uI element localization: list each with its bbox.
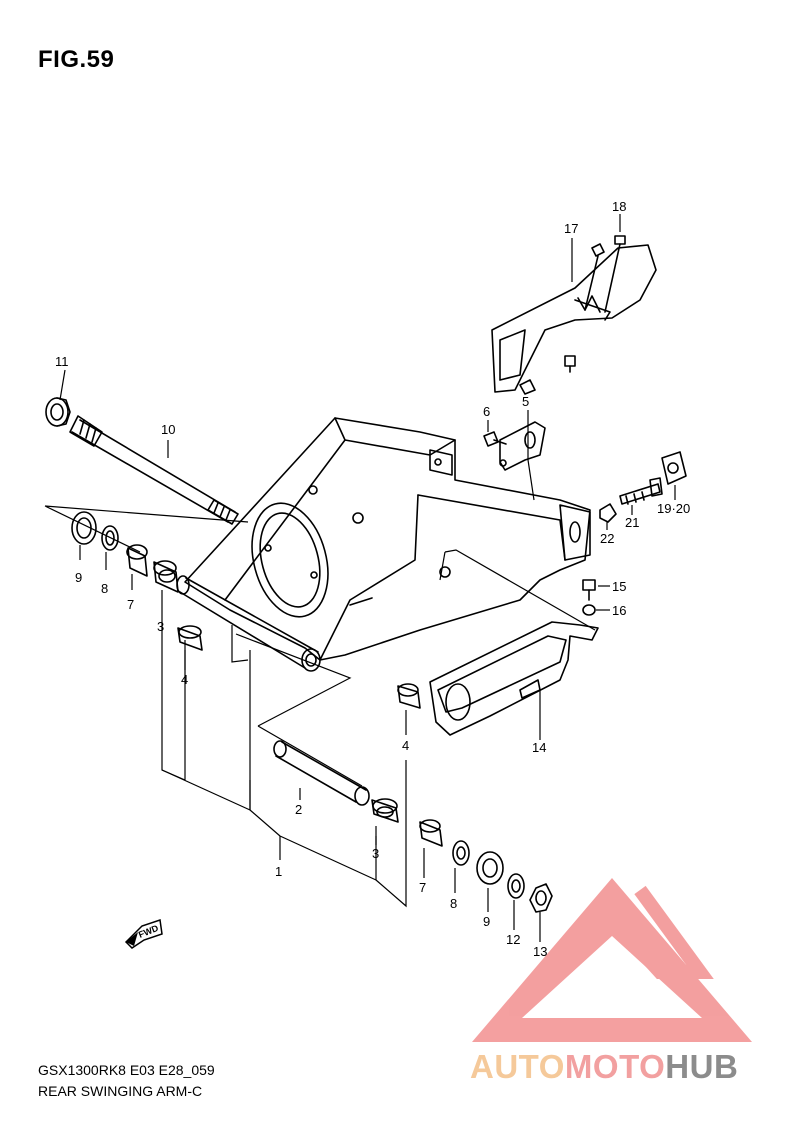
callout-3-right: 3: [372, 846, 379, 861]
callout-4-right: 4: [402, 738, 409, 753]
callout-9-left: 9: [75, 570, 82, 585]
chain-guard: [491, 235, 657, 395]
callout-3-left: 3: [157, 619, 164, 634]
callout-8-left: 8: [101, 581, 108, 596]
callout-11: 11: [55, 354, 69, 369]
callout-15: 15: [612, 579, 626, 594]
chain-adjuster: [599, 451, 687, 523]
callout-14: 14: [532, 740, 546, 755]
watermark-auto: AUTO: [470, 1048, 565, 1085]
callout-22: 22: [600, 531, 614, 546]
callout-9-right: 9: [483, 914, 490, 929]
callout-17: 17: [564, 221, 578, 236]
callout-numbers: 11 10 9 8 7 3 4 2 1 3 4 7 8 9 12 13 14 1…: [55, 199, 690, 959]
callout-12: 12: [506, 932, 520, 947]
callout-8-right: 8: [450, 896, 457, 911]
fastener-set: [582, 579, 596, 616]
chain-slider: [429, 621, 599, 736]
swingarm-body: [176, 417, 591, 672]
right-side-bearings: [273, 683, 553, 913]
callout-18: 18: [612, 199, 626, 214]
callout-19-20: 19·20: [657, 501, 690, 516]
callout-5: 5: [522, 394, 529, 409]
watermark-triangle-logo: [472, 878, 752, 1042]
callout-13: 13: [533, 944, 547, 959]
diagram-name-label: REAR SWINGING ARM-C: [38, 1083, 203, 1099]
callout-6: 6: [483, 404, 490, 419]
model-code-label: GSX1300RK8 E03 E28_059: [38, 1062, 215, 1078]
watermark-hub: HUB: [665, 1048, 739, 1085]
callout-1: 1: [275, 864, 282, 879]
leader-lines: [44, 214, 676, 942]
callout-2: 2: [295, 802, 302, 817]
pivot-nut: [45, 397, 71, 427]
mounting-bracket: [483, 421, 546, 471]
callout-10: 10: [161, 422, 175, 437]
left-side-bearings: [71, 511, 203, 651]
callout-7-right: 7: [419, 880, 426, 895]
callout-16: 16: [612, 603, 626, 618]
callout-7-left: 7: [127, 597, 134, 612]
callout-4-left: 4: [181, 672, 188, 687]
figure-title: FIG.59: [38, 46, 115, 73]
watermark-wordmark: AUTOMOTOHUB: [470, 1048, 738, 1086]
callout-21: 21: [625, 515, 639, 530]
pivot-shaft: [69, 415, 239, 525]
watermark-moto: MOTO: [564, 1048, 666, 1085]
forward-direction-arrow: FWD: [124, 919, 163, 949]
